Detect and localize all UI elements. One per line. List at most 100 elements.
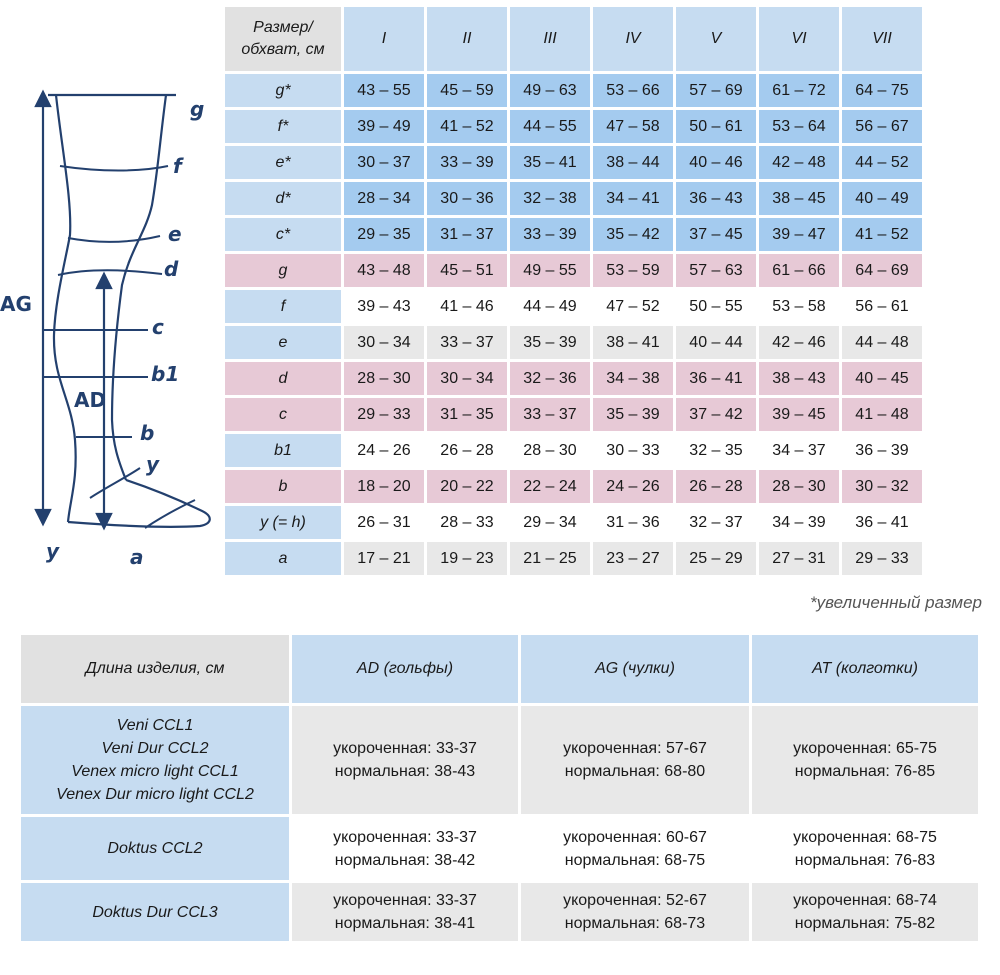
normal-length-value: нормальная: 68-73	[564, 915, 706, 932]
size-range-cell: 32 – 36	[510, 362, 590, 395]
product-name: Venex micro light CCL1	[71, 763, 239, 780]
measurement-label: c*	[225, 218, 341, 251]
size-range-cell: 40 – 49	[842, 182, 922, 215]
size-range-cell: 36 – 41	[676, 362, 756, 395]
label-AD: AD	[74, 388, 106, 412]
size-range-cell: 38 – 43	[759, 362, 839, 395]
short-length-value: укороченная: 33-37	[333, 892, 477, 909]
normal-length-value: нормальная: 38-43	[334, 763, 476, 780]
size-range-cell: 56 – 67	[842, 110, 922, 143]
size-range-cell: 35 – 41	[510, 146, 590, 179]
normal-length-value: нормальная: 76-85	[794, 763, 936, 780]
size-range-cell: 20 – 22	[427, 470, 507, 503]
measurement-label: b1	[225, 434, 341, 467]
size-header-IV: IV	[593, 7, 673, 71]
size-range-cell: 34 – 38	[593, 362, 673, 395]
label-c: c	[152, 315, 164, 339]
size-range-cell: 32 – 37	[676, 506, 756, 539]
size-header-line1: Размер/	[253, 19, 313, 36]
measurement-label: b	[225, 470, 341, 503]
header-AD: AD (гольфы)	[292, 635, 518, 703]
label-f: f	[173, 154, 184, 178]
size-range-cell: 50 – 55	[676, 290, 756, 323]
size-range-cell: 34 – 37	[759, 434, 839, 467]
size-range-cell: 30 – 37	[344, 146, 424, 179]
measurement-label: e*	[225, 146, 341, 179]
size-range-cell: 28 – 33	[427, 506, 507, 539]
measurement-label: c	[225, 398, 341, 431]
size-range-cell: 45 – 59	[427, 74, 507, 107]
size-range-cell: 39 – 49	[344, 110, 424, 143]
size-range-cell: 42 – 46	[759, 326, 839, 359]
size-header-line2: обхват, см	[241, 41, 325, 58]
size-range-cell: 53 – 66	[593, 74, 673, 107]
size-range-cell: 43 – 55	[344, 74, 424, 107]
leg-measurement-diagram: g f e d c b1 b y y a AG AD	[0, 89, 211, 569]
measurement-label: e	[225, 326, 341, 359]
size-range-cell: 37 – 42	[676, 398, 756, 431]
size-range-cell: 39 – 43	[344, 290, 424, 323]
measurement-label: f	[225, 290, 341, 323]
size-range-cell: 31 – 37	[427, 218, 507, 251]
size-range-cell: 28 – 34	[344, 182, 424, 215]
size-circumference-table: Размер/ обхват, см I II III IV V VI VII …	[222, 4, 925, 578]
normal-length-value: нормальная: 75-82	[794, 915, 936, 932]
length-arrows	[34, 89, 113, 531]
product-names-cell: Doktus Dur CCL3	[21, 883, 289, 941]
size-range-cell: 30 – 33	[593, 434, 673, 467]
length-table-header-row: Длина изделия, см AD (гольфы) AG (чулки)…	[21, 635, 978, 703]
size-range-cell: 26 – 28	[427, 434, 507, 467]
size-range-cell: 26 – 28	[676, 470, 756, 503]
size-range-cell: 41 – 52	[842, 218, 922, 251]
product-name: Veni Dur CCL2	[101, 740, 209, 757]
size-range-cell: 33 – 39	[510, 218, 590, 251]
header-AT: AT (колготки)	[752, 635, 978, 703]
size-table-header-row: Размер/ обхват, см I II III IV V VI VII	[225, 7, 922, 71]
size-range-cell: 49 – 55	[510, 254, 590, 287]
size-range-cell: 30 – 34	[427, 362, 507, 395]
size-range-cell: 35 – 42	[593, 218, 673, 251]
normal-length-value: нормальная: 68-75	[564, 851, 706, 869]
label-g: g	[190, 97, 204, 121]
size-range-cell: 53 – 59	[593, 254, 673, 287]
size-range-cell: 40 – 46	[676, 146, 756, 179]
size-range-cell: 23 – 27	[593, 542, 673, 575]
size-range-cell: 56 – 61	[842, 290, 922, 323]
size-range-cell: 50 – 61	[676, 110, 756, 143]
normal-length-value: нормальная: 38-42	[334, 851, 476, 869]
size-range-cell: 38 – 45	[759, 182, 839, 215]
short-length-value: укороченная: 60-67	[563, 828, 707, 846]
product-names-cell: Doktus CCL2	[21, 817, 289, 880]
header-AG: AG (чулки)	[521, 635, 749, 703]
product-name: Doktus CCL2	[107, 840, 203, 857]
enlarged-size-footnote: *увеличенный размер	[809, 593, 982, 612]
size-range-cell: 41 – 48	[842, 398, 922, 431]
measurement-label: d	[225, 362, 341, 395]
length-AG-cell: укороченная: 60-67 нормальная: 68-75	[521, 817, 749, 880]
size-range-cell: 29 – 33	[842, 542, 922, 575]
size-range-cell: 31 – 36	[593, 506, 673, 539]
measurement-label: g	[225, 254, 341, 287]
short-length-value: укороченная: 57-67	[563, 740, 707, 757]
size-range-cell: 57 – 69	[676, 74, 756, 107]
label-b1: b1	[151, 362, 179, 386]
label-y-ankle: y	[146, 452, 160, 476]
measurement-label: f*	[225, 110, 341, 143]
product-name: Venex Dur micro light CCL2	[56, 786, 254, 803]
measurement-label: y (= h)	[225, 506, 341, 539]
size-range-cell: 64 – 69	[842, 254, 922, 287]
size-range-cell: 41 – 46	[427, 290, 507, 323]
circumference-lines	[44, 165, 196, 529]
normal-length-value: нормальная: 68-80	[564, 763, 706, 780]
label-b: b	[140, 421, 154, 445]
size-range-cell: 34 – 39	[759, 506, 839, 539]
